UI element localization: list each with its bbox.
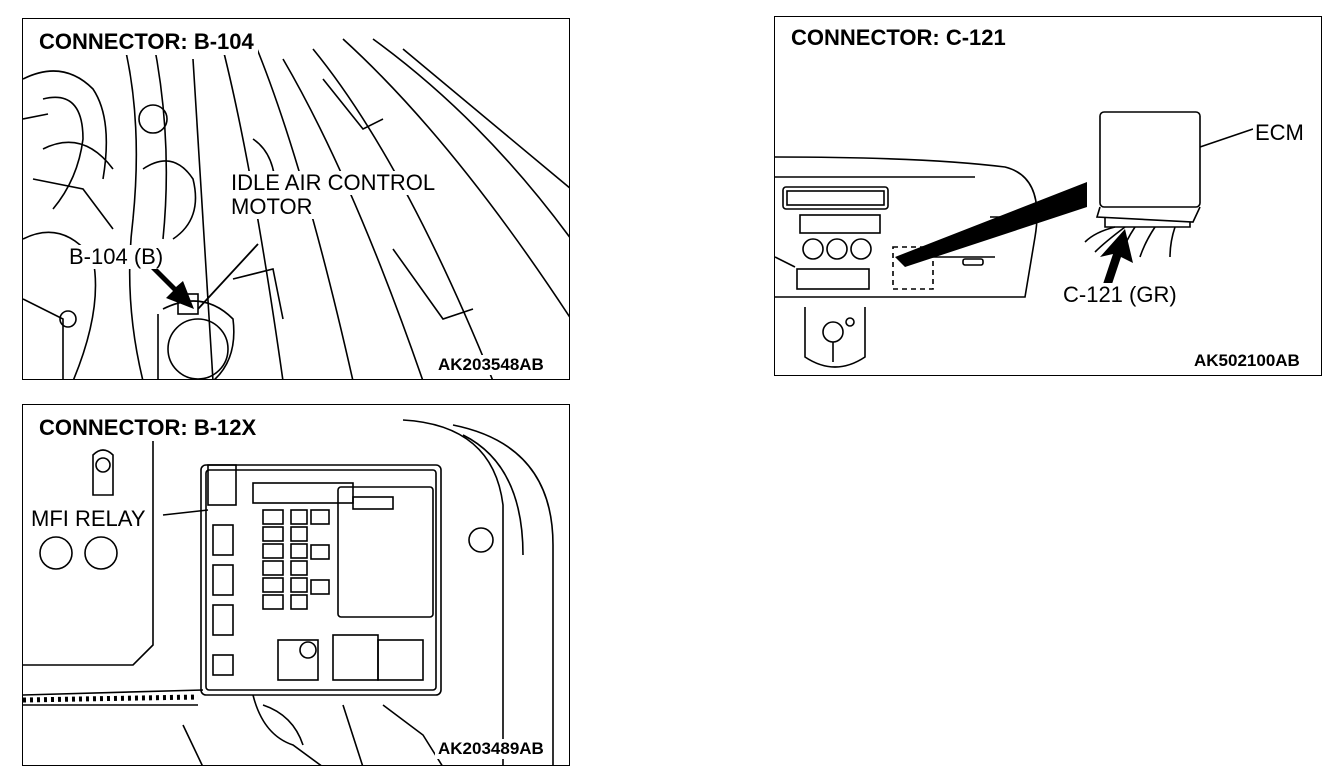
panel-connector-b104: CONNECTOR: B-104 IDLE AIR CONTROL MOTOR … [22,18,570,380]
label-mfi-relay: MFI RELAY [29,506,148,531]
engine-bay-illustration [23,38,569,379]
panel-connector-b12x: CONNECTOR: B-12X MFI RELAY AK203489AB [22,404,570,766]
figure-code-c121: AK502100AB [1191,351,1303,371]
label-ecm: ECM [1253,120,1306,145]
relay-box-illustration [23,419,554,765]
label-connector-b104: B-104 (B) [67,244,166,269]
panel-connector-c121: CONNECTOR: C-121 ECM C-121 (GR) AK502100… [774,16,1322,376]
label-idle-air-control: IDLE AIR CONTROL [229,170,438,195]
label-motor: MOTOR [229,194,315,219]
panel-title-b104: CONNECTOR: B-104 [35,29,258,55]
panel-title-b12x: CONNECTOR: B-12X [35,415,261,441]
figure-code-b12x: AK203489AB [435,739,547,759]
dashboard-ecm-illustration [775,111,1254,368]
figure-code-b104: AK203548AB [435,355,547,375]
label-connector-c121: C-121 (GR) [1061,282,1179,307]
panel-title-c121: CONNECTOR: C-121 [787,25,1010,51]
